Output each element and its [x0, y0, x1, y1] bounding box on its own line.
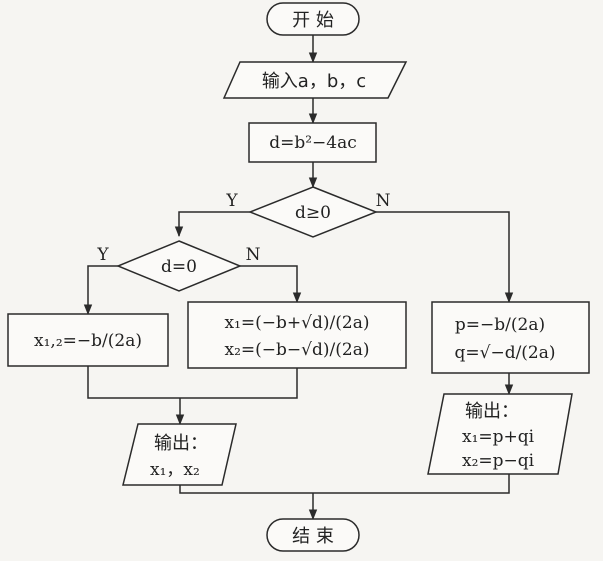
decision2-label: d=0 — [161, 257, 197, 277]
output-right-title: 输出： — [465, 401, 519, 422]
arrow-decision2-no — [240, 265, 302, 304]
line-output-left-merge — [179, 485, 313, 494]
complex-roots-box: p=−b/(2a) q=√−d/(2a) — [431, 301, 590, 374]
start-terminal: 开 始 — [266, 2, 360, 36]
decision2-no-label: N — [246, 245, 261, 265]
real-root-2-label: x₂=(−b−√d)/(2a) — [225, 340, 370, 360]
arrow-decision1-no — [376, 211, 514, 304]
input-parallelogram: 输入a，b，c — [222, 61, 408, 99]
line-output-right-merge — [313, 474, 510, 494]
real-root-1-label: x₁=(−b+√d)/(2a) — [225, 313, 370, 333]
real-roots-box: x₁=(−b+√d)/(2a) x₂=(−b−√d)/(2a) — [187, 301, 407, 369]
line-merge-left — [87, 366, 298, 399]
assign-d-label: d=b²−4ac — [269, 133, 357, 153]
output-right-parallelogram: 输出： x₁=p+qi x₂=p−qi — [427, 393, 573, 475]
decision1-no-label: N — [376, 191, 391, 211]
complex-p-label: p=−b/(2a) — [455, 315, 545, 335]
output-right-line1: x₁=p+qi — [462, 427, 535, 447]
end-label: 结 束 — [292, 526, 334, 547]
arrow-decision2-yes — [83, 265, 118, 316]
connectors — [83, 35, 514, 521]
decision-d-eq-0: d=0 Y N — [96, 240, 261, 292]
decision-d-ge-0: d≥0 Y N — [225, 186, 391, 238]
output-left-value: x₁，x₂ — [150, 460, 200, 480]
output-left-parallelogram: 输出： x₁，x₂ — [122, 423, 237, 486]
complex-q-label: q=√−d/(2a) — [454, 343, 555, 363]
decision1-label: d≥0 — [295, 203, 331, 223]
assign-d-box: d=b²−4ac — [248, 122, 377, 163]
output-right-line2: x₂=p−qi — [462, 451, 535, 471]
decision2-yes-label: Y — [96, 245, 109, 265]
arrow-decision1-yes — [174, 211, 250, 238]
input-label: 输入a，b，c — [262, 71, 366, 92]
equal-roots-box: x₁,₂=−b/(2a) — [7, 313, 169, 367]
start-label: 开 始 — [292, 10, 334, 31]
decision1-yes-label: Y — [225, 191, 238, 211]
output-left-title: 输出： — [154, 433, 208, 454]
end-terminal: 结 束 — [266, 518, 360, 552]
equal-roots-label: x₁,₂=−b/(2a) — [34, 331, 142, 351]
